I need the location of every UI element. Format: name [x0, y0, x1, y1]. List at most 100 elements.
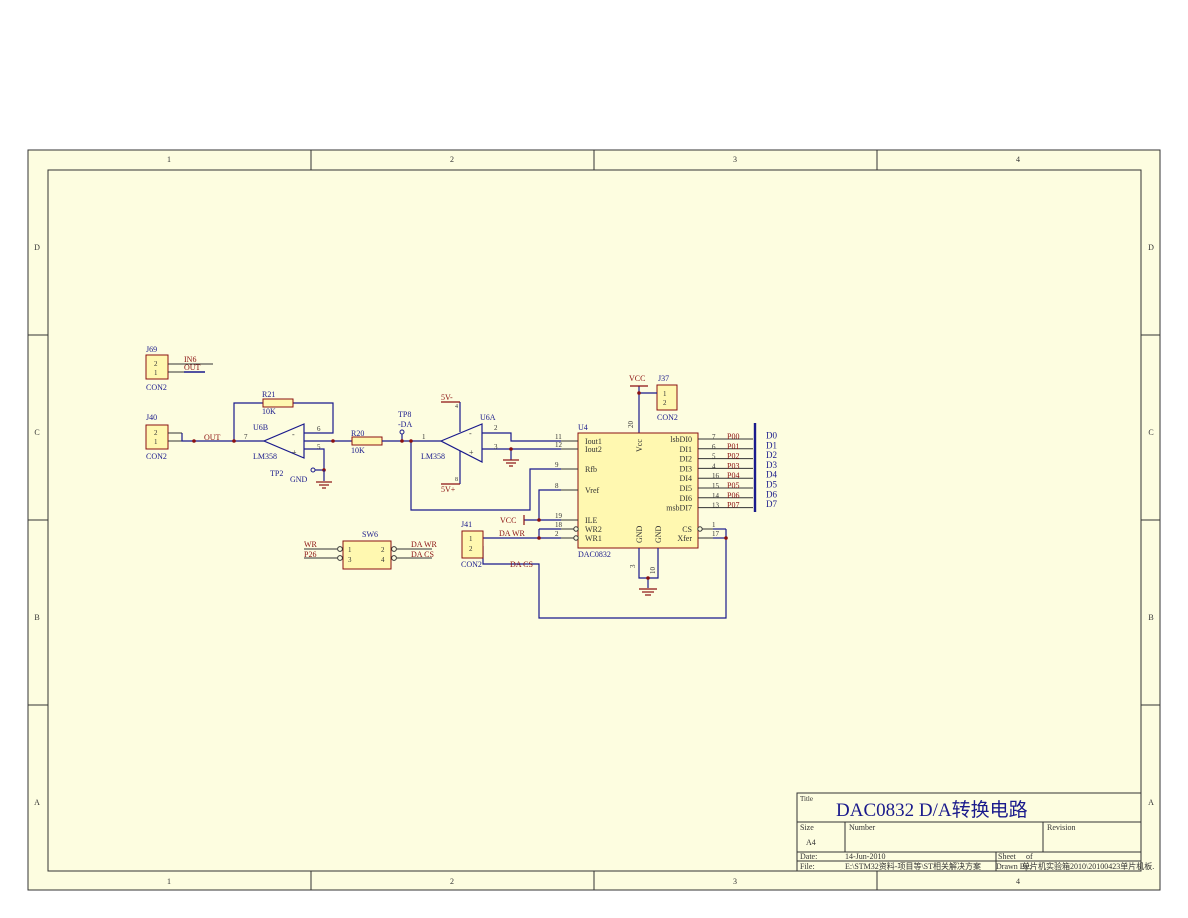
tp8-ref: TP8 — [398, 410, 411, 419]
ic-u4: U4 DAC0832 20 Vcc GND GND 3 10 — [577, 421, 699, 588]
sw6-pin: 3 — [348, 556, 352, 564]
col-label: 4 — [1016, 155, 1020, 164]
size-value: A4 — [806, 838, 816, 847]
j69-ref: J69 — [146, 345, 157, 354]
j40-value: CON2 — [146, 452, 167, 461]
ground-symbol — [316, 481, 332, 489]
u4-pin-name: GND — [635, 525, 644, 543]
tp8-pad — [399, 429, 405, 435]
connector-j69: J69 2 1 CON2 IN6 OUT — [145, 345, 213, 392]
u6b-pin: 6 — [317, 425, 321, 433]
u6a-pin: 3 — [494, 443, 498, 451]
tp8-label: -DA — [398, 420, 412, 429]
sw6-pin: 1 — [348, 546, 352, 554]
j37-value: CON2 — [657, 413, 678, 422]
u4-left-pin-num: 9 — [555, 461, 559, 469]
bus-label: D2 — [766, 450, 777, 460]
date-label: Date: — [800, 852, 817, 861]
u4-ctrl-pin-name: Xfer — [677, 534, 692, 543]
net-label: P26 — [304, 550, 316, 559]
j69-body — [145, 354, 169, 380]
j41-pin: 1 — [469, 535, 473, 543]
connector-j41: J41 1 2 CON2 — [461, 520, 484, 569]
r21-ref: R21 — [262, 390, 275, 399]
u4-right-pin-name: DI5 — [680, 484, 692, 493]
col-label: 2 — [450, 155, 454, 164]
j40-pin: 2 — [154, 429, 158, 437]
col-label: 3 — [733, 155, 737, 164]
bus-label: D4 — [766, 470, 777, 480]
net-label-vcc: VCC — [500, 516, 516, 525]
u6a-pin: 1 — [422, 433, 426, 441]
u4-value: DAC0832 — [578, 550, 611, 559]
bus-label: D3 — [766, 460, 777, 470]
j41-body — [461, 530, 484, 559]
net-label: OUT — [184, 363, 201, 372]
row-label: B — [1148, 613, 1153, 622]
file-value-tail: 单片机实验箱2010\20100423单片机板. — [1022, 861, 1154, 871]
bus-label: D7 — [766, 499, 777, 509]
r21-body — [262, 398, 294, 408]
col-label: 1 — [167, 155, 171, 164]
wires-cs-xfer: DA CS DA WR — [482, 528, 728, 619]
u4-right-pin-num: 4 — [712, 462, 716, 470]
col-label: 3 — [733, 877, 737, 886]
j41-ref: J41 — [461, 520, 472, 529]
row-label: A — [34, 798, 40, 807]
j41-pin: 2 — [469, 545, 473, 553]
j40-ref: J40 — [146, 413, 157, 422]
u4-right-pin-name: DI6 — [680, 494, 692, 503]
u4-left-pin-name: Rfb — [585, 465, 597, 474]
u4-left-pin-name: ILE — [585, 516, 598, 525]
u6a-sign: + — [469, 448, 474, 457]
bus-label: D5 — [766, 480, 777, 490]
u4-left-pin-name: Iout2 — [585, 445, 602, 454]
file-value: E:\STM32资料-项目等\ST相关解决方案 — [845, 861, 981, 871]
u4-right-pin-name: DI2 — [680, 455, 692, 464]
j40-pin: 1 — [154, 438, 158, 446]
testpoint-tp2: TP2 GND — [270, 467, 326, 484]
file-label: File: — [800, 862, 815, 871]
u6b-pin: 5 — [317, 443, 321, 451]
j37-pin: 2 — [663, 399, 667, 407]
j69-pin: 2 — [154, 360, 158, 368]
u4-data-net: P05 — [727, 481, 739, 490]
u4-left-pin-num: 12 — [555, 441, 563, 449]
j37-body — [656, 384, 678, 411]
of-label: of — [1026, 852, 1033, 861]
col-label: 2 — [450, 877, 454, 886]
r20-body — [351, 436, 383, 446]
u4-right-pin-name: msbDI7 — [666, 504, 692, 513]
sw6-body — [342, 540, 392, 570]
j41-value: CON2 — [461, 560, 482, 569]
wires-u4-left: VCC — [483, 489, 561, 540]
j69-value: CON2 — [146, 383, 167, 392]
size-label: Size — [800, 823, 814, 832]
u6b-ref: U6B — [253, 423, 268, 432]
u4-data-net: P04 — [727, 471, 739, 480]
tp2-ref: TP2 — [270, 469, 283, 478]
u4-body — [577, 432, 699, 549]
bus-label: D0 — [766, 431, 777, 441]
u4-right-pin-name: DI1 — [680, 445, 692, 454]
u4-data-net: P02 — [727, 452, 739, 461]
r21-value: 10K — [262, 407, 276, 416]
date-value: 14-Jun-2010 — [845, 852, 885, 861]
u4-left-pin-num: 8 — [555, 482, 559, 490]
u4-right-pin-num: 5 — [712, 453, 716, 461]
net-label: DA WR — [411, 540, 438, 549]
tp2-net: GND — [290, 475, 308, 484]
u6b-pin: 7 — [244, 433, 248, 441]
bus-label: D6 — [766, 489, 777, 499]
u6b-value: LM358 — [253, 452, 277, 461]
u4-right-pin-name: DI3 — [680, 464, 692, 473]
u6a-ref: U6A — [480, 413, 496, 422]
u6a-rail-pos: 5V+ — [441, 485, 456, 494]
connector-j37: J37 1 2 CON2 VCC — [629, 374, 678, 433]
switch-sw6: SW6 1 2 3 4 WR P26 DA WR DA CS — [304, 530, 438, 570]
u4-data-net: P07 — [727, 501, 739, 510]
drawn-by-label: Drawn By: — [996, 862, 1031, 871]
u6a-sign: - — [469, 429, 472, 438]
